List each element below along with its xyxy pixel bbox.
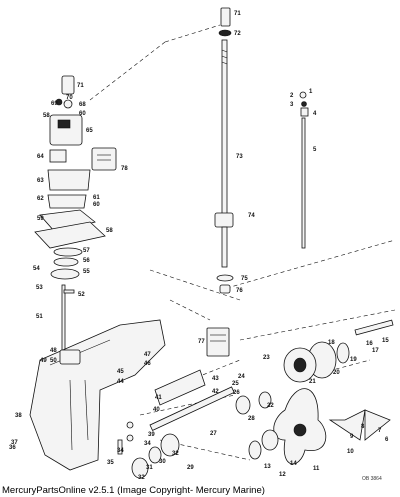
- callout: 78: [121, 166, 128, 172]
- callout: 25: [232, 381, 239, 387]
- callout: 70: [66, 95, 73, 101]
- callout: 57: [83, 248, 90, 254]
- callout: 27: [210, 431, 217, 437]
- callout: 1: [309, 89, 313, 95]
- gear-parts: [117, 421, 180, 479]
- callout: 43: [212, 376, 219, 382]
- callout: 65: [86, 128, 93, 134]
- callout: 7: [378, 428, 382, 434]
- callout: 52: [78, 292, 85, 298]
- callout: 19: [350, 357, 357, 363]
- callout: 26: [233, 390, 240, 396]
- callout: 46: [144, 361, 151, 367]
- callout: 59: [37, 216, 44, 222]
- callout: 2: [290, 93, 294, 99]
- callout: 56: [83, 258, 90, 264]
- callout: 74: [248, 213, 255, 219]
- callout: 30: [159, 459, 166, 465]
- callout: 3: [290, 102, 294, 108]
- callout: 11: [313, 466, 320, 472]
- callout: 64: [37, 154, 44, 160]
- assembly-guide-lines: [89, 24, 396, 461]
- callout: 45: [117, 369, 124, 375]
- callout: 23: [263, 355, 270, 361]
- callout: 35: [107, 460, 114, 466]
- callout: 32: [138, 475, 145, 481]
- callout: 41: [155, 395, 162, 401]
- callout: 69: [51, 101, 58, 107]
- callout: 4: [313, 111, 317, 117]
- callout: 77: [198, 339, 205, 345]
- callout: 10: [347, 449, 354, 455]
- callout: 15: [382, 338, 389, 344]
- shift-shaft: [61, 284, 75, 356]
- callout: 22: [267, 403, 274, 409]
- callout: 60: [79, 111, 86, 117]
- callout: 42: [212, 389, 219, 395]
- callout: 71: [77, 83, 84, 89]
- callout: 40: [153, 407, 160, 413]
- decal: [206, 327, 230, 357]
- callout: 18: [328, 340, 335, 346]
- callout: 71: [234, 11, 241, 17]
- callout: 17: [372, 348, 379, 354]
- callout: 58: [106, 228, 113, 234]
- drawing-reference: OB 3864: [362, 476, 382, 482]
- callout: 51: [36, 314, 43, 320]
- callout: 47: [144, 352, 151, 358]
- callout: 39: [148, 432, 155, 438]
- bearing-carrier: [283, 319, 394, 383]
- callout: 31: [146, 465, 153, 471]
- callout: 16: [366, 341, 373, 347]
- callout: 53: [36, 285, 43, 291]
- callout: 37: [11, 440, 18, 446]
- callout: 44: [117, 379, 124, 385]
- callout: 34: [117, 448, 124, 454]
- callout: 5: [313, 147, 317, 153]
- callout: 24: [238, 374, 245, 380]
- shift-rod: [299, 91, 309, 249]
- callout: 38: [15, 413, 22, 419]
- callout: 62: [37, 196, 44, 202]
- callout: 14: [290, 461, 297, 467]
- callout: 72: [234, 31, 241, 37]
- callout: 68: [79, 102, 86, 108]
- callout: 8: [361, 424, 365, 430]
- callout: 54: [33, 266, 40, 272]
- propeller-shaft: [149, 386, 272, 431]
- driveshaft: [214, 7, 234, 294]
- callout: 76: [236, 288, 243, 294]
- callout: 75: [241, 276, 248, 282]
- water-pump-assembly: [34, 75, 117, 280]
- callout: 58: [43, 113, 50, 119]
- propeller: [248, 388, 391, 465]
- callout: 50: [50, 358, 57, 364]
- callout: 61: [93, 195, 100, 201]
- callout: 21: [309, 379, 316, 385]
- callout: 73: [236, 154, 243, 160]
- callout: 32: [172, 451, 179, 457]
- callout: 29: [187, 465, 194, 471]
- callout: 20: [333, 370, 340, 376]
- callout: 49: [40, 358, 47, 364]
- trim-tab: [154, 369, 206, 406]
- callout: 13: [264, 464, 271, 470]
- callout: 9: [350, 434, 354, 440]
- callout: 12: [279, 472, 286, 478]
- callout: 48: [50, 348, 57, 354]
- callout: 55: [83, 269, 90, 275]
- callout: 6: [385, 437, 389, 443]
- callout: 28: [248, 416, 255, 422]
- callout: 60: [93, 202, 100, 208]
- callout: 34: [144, 441, 151, 447]
- gearcase-housing: [29, 319, 166, 471]
- callout: 36: [9, 445, 16, 451]
- callout: 63: [37, 178, 44, 184]
- image-caption: MercuryPartsOnline v2.5.1 (Image Copyrig…: [2, 485, 265, 496]
- callout-labels: 71 69 68 70 58 60 65 64 78 63 62 61 60 5…: [9, 11, 389, 481]
